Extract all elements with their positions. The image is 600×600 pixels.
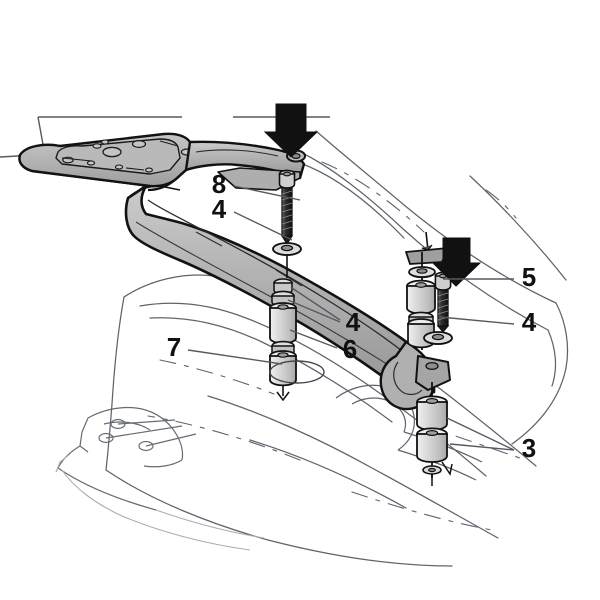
washer-4-right [423, 331, 453, 345]
leader-7 [187, 349, 283, 365]
callout-8: 8 [212, 169, 226, 199]
callout-6: 6 [343, 334, 357, 364]
bolt-8-threaded-shank [281, 187, 293, 246]
leader-3 [446, 417, 515, 451]
callout-4-right: 4 [522, 307, 537, 337]
rack-base-plate [18, 132, 198, 188]
callout-7: 7 [167, 332, 181, 362]
insertion-arrows [263, 103, 482, 287]
leader-4c [287, 299, 341, 323]
leader-4a [233, 211, 293, 241]
bolt-8-head [278, 169, 296, 189]
washer-4-centre [272, 242, 302, 256]
leader-4b [439, 316, 515, 325]
callout-leader-lines [187, 185, 515, 451]
spacer-sleeve-6 [269, 302, 297, 345]
spacer-bushing-7 [269, 350, 297, 387]
callout-numbers: 8 4 5 4 4 6 7 3 [167, 169, 537, 463]
bushing-3-upper [416, 395, 448, 431]
callout-5: 5 [522, 262, 536, 292]
callout-3: 3 [522, 433, 536, 463]
arrow-down-right [431, 237, 482, 287]
fastener-stack-right-lower [416, 382, 453, 486]
leader-4c2 [291, 287, 341, 321]
leader-3b [449, 443, 515, 451]
rear-frame-bracket-faint [55, 453, 265, 551]
washer-right-upper [408, 266, 436, 279]
leader-8 [233, 185, 301, 201]
bushing-3-lower [416, 427, 448, 463]
leader-6 [289, 329, 338, 349]
fastener-stack-right-upper [405, 231, 453, 350]
callout-4-top: 4 [212, 194, 227, 224]
bushing-right-upper [406, 279, 436, 315]
callout-4-centre: 4 [346, 307, 361, 337]
rear-frame-bracket-ghost [57, 406, 197, 511]
fastener-stack-centre-top [272, 169, 302, 278]
bolt-5 [434, 271, 452, 333]
arrow-down-top [263, 103, 319, 158]
